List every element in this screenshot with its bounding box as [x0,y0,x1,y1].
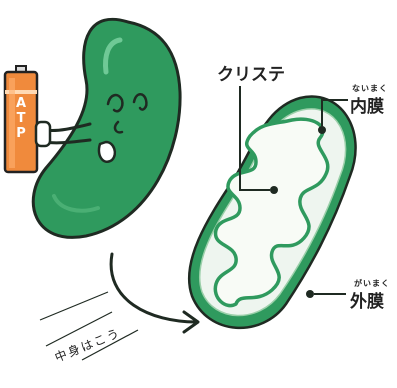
battery-atp-label: ATP [14,96,28,141]
inner-membrane-label: 内膜 [350,92,384,117]
arrow-icon [111,254,198,332]
mitochondria-character [33,19,180,237]
cristae-label: クリステ [217,60,285,85]
outer-membrane-label: 外膜 [350,287,384,312]
